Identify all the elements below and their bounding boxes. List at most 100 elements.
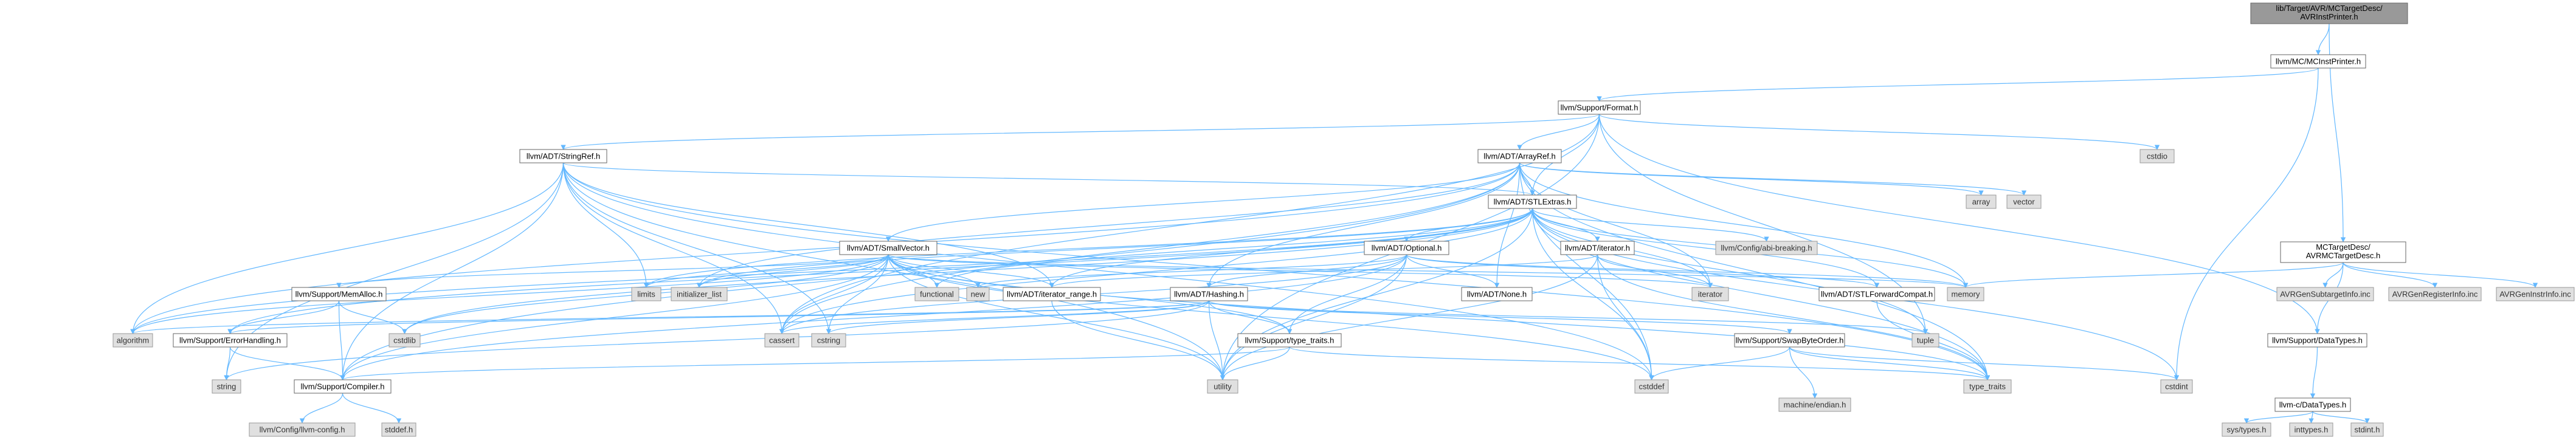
node-box (764, 333, 799, 348)
node-compiler[interactable]: llvm/Support/Compiler.h (294, 379, 392, 394)
node-box (631, 287, 661, 301)
node-box (1477, 149, 1562, 163)
node-box (839, 241, 938, 255)
node-label: llvm/ADT/ArrayRef.h (1483, 152, 1555, 161)
edge-stringref-to-cassert (562, 162, 785, 334)
edge-iteratorh-to-utility (1220, 254, 1598, 380)
edge-cdatatypes-to-stdint (2312, 411, 2370, 424)
node-optional[interactable]: llvm/ADT/Optional.h (1364, 241, 1449, 255)
node-label: machine/endian.h (1784, 400, 1846, 410)
edge-format-to-datatypesh (1598, 114, 2320, 334)
edge-smallvector-to-type_traits (888, 254, 1991, 380)
node-label: AVRInstPrinter.h (2300, 12, 2358, 21)
node-cdatatypes[interactable]: llvm-c/DataTypes.h (2274, 397, 2351, 412)
node-arrayref[interactable]: llvm/ADT/ArrayRef.h (1477, 149, 1562, 163)
node-label: initializer_list (677, 290, 722, 299)
edge-typetraitsh-to-type_traits (1289, 346, 1990, 380)
edge-format-to-cstdio (1598, 114, 2160, 150)
node-smallvector[interactable]: llvm/ADT/SmallVector.h (839, 241, 938, 255)
node-stringref[interactable]: llvm/ADT/StringRef.h (519, 149, 607, 163)
node-hashing[interactable]: llvm/ADT/Hashing.h (1170, 287, 1248, 301)
edge-smallvector-to-iterrange (888, 254, 1055, 288)
node-inttypes: inttypes.h (2289, 422, 2333, 437)
node-box (173, 333, 288, 348)
edge-hashing-to-swapbyteorder (1208, 300, 1792, 334)
node-swapbyteorder[interactable]: llvm/Support/SwapByteOrder.h (1734, 333, 1845, 348)
node-label: MCTargetDesc/ (2316, 242, 2371, 252)
node-typetraitsh[interactable]: llvm/Support/type_traits.h (1237, 333, 1342, 348)
node-box (1947, 287, 1984, 301)
edge-stringref-to-cstddef (562, 162, 1654, 380)
node-avrregister: AVRGenRegisterInfo.inc (2388, 287, 2482, 301)
node-box (1691, 287, 1729, 301)
node-label: cstddef (1639, 382, 1665, 391)
node-box (249, 422, 356, 437)
node-label: llvm/ADT/STLExtras.h (1494, 197, 1572, 207)
edge-arrayref-to-initlist (696, 162, 1521, 288)
edge-stlextras-to-errorhandling (227, 208, 1533, 334)
node-stlextras[interactable]: llvm/ADT/STLExtras.h (1488, 194, 1577, 209)
node-datatypesh[interactable]: llvm/Support/DataTypes.h (2267, 333, 2367, 348)
edge-stlextras-to-iterrange (1049, 208, 1533, 288)
node-box (1207, 379, 1238, 394)
node-label: lib/Target/AVR/MCTargetDesc/ (2276, 4, 2383, 13)
node-box (2280, 241, 2406, 263)
node-iterrange[interactable]: llvm/ADT/iterator_range.h (1003, 287, 1101, 301)
node-avrsubtarget: AVRGenSubtargetInfo.inc (2276, 287, 2374, 301)
node-label: llvm/Support/MemAlloc.h (295, 290, 383, 299)
node-avrmctargetdesc[interactable]: MCTargetDesc/AVRMCTargetDesc.h (2280, 241, 2406, 263)
node-errorhandling[interactable]: llvm/Support/ErrorHandling.h (173, 333, 288, 348)
edge-optional-to-nonee (1406, 254, 1500, 288)
edge-arrayref-to-vector (1519, 162, 2026, 196)
edge-stlextras-to-stlforward (1531, 208, 1880, 288)
edge-swapbyteorder-to-machineendian (1789, 346, 1818, 399)
node-label: llvm/ADT/SmallVector.h (847, 244, 930, 253)
edge-stlextras-to-utility (1220, 208, 1533, 380)
edge-hashing-to-tuple (1208, 300, 1928, 334)
node-nonee[interactable]: llvm/ADT/None.h (1461, 287, 1533, 301)
node-label: functional (920, 290, 954, 299)
edge-stlextras-to-cstddef (1531, 208, 1654, 380)
node-box (519, 149, 607, 163)
node-avrinstr: AVRGenInstrInfo.inc (2496, 287, 2575, 301)
edge-mcinstprinter-to-cstdint (2174, 67, 2319, 380)
node-box (2006, 194, 2042, 209)
edge-stringref-to-cstring (562, 162, 832, 334)
node-label: llvm/Support/Compiler.h (301, 382, 385, 391)
node-label: limits (637, 290, 655, 299)
node-stlforward[interactable]: llvm/ADT/STLForwardCompat.h (1818, 287, 1935, 301)
node-label: AVRMCTargetDesc.h (2306, 251, 2381, 260)
edge-errorhandling-to-compiler (229, 346, 345, 380)
edge-iteratorh-to-cstddef (1597, 254, 1654, 380)
edge-smallvector-to-compiler (340, 254, 889, 380)
node-label: llvm/Support/DataTypes.h (2272, 336, 2363, 345)
edge-smallvector-to-memalloc (336, 254, 889, 288)
node-label: array (1972, 197, 1991, 207)
node-format[interactable]: llvm/Support/Format.h (1558, 100, 1641, 115)
node-label: utility (1214, 382, 1232, 391)
node-box (1003, 287, 1101, 301)
edge-stringref-to-algorithm (130, 162, 564, 334)
node-machineendian: machine/endian.h (1778, 397, 1851, 412)
edge-swapbyteorder-to-cstdint (1789, 346, 2180, 380)
node-label: llvm/ADT/STLForwardCompat.h (1821, 290, 1933, 299)
node-box (811, 333, 846, 348)
edge-root-to-mcinstprinter (2315, 23, 2330, 55)
node-mcinstprinter[interactable]: llvm/MC/MCInstPrinter.h (2270, 54, 2366, 69)
node-box (2250, 2, 2408, 24)
edge-format-to-arrayref (1517, 114, 1600, 150)
node-iteratorh[interactable]: llvm/ADT/iterator.h (1560, 241, 1635, 255)
node-box (1488, 194, 1577, 209)
edge-swapbyteorder-to-cstddef (1649, 346, 1790, 380)
edge-stlextras-to-tuple (1531, 208, 1929, 334)
node-type_traits: type_traits (1963, 379, 2012, 394)
node-systypes: sys/types.h (2222, 422, 2271, 437)
node-cstdio: cstdio (2139, 149, 2175, 163)
node-memalloc[interactable]: llvm/Support/MemAlloc.h (291, 287, 387, 301)
node-tuple: tuple (1911, 333, 1939, 348)
node-box (1558, 100, 1641, 115)
node-array: array (1966, 194, 1997, 209)
edge-arrayref-to-nonee (1494, 162, 1521, 288)
node-box (381, 422, 416, 437)
node-label: cstring (817, 336, 840, 345)
